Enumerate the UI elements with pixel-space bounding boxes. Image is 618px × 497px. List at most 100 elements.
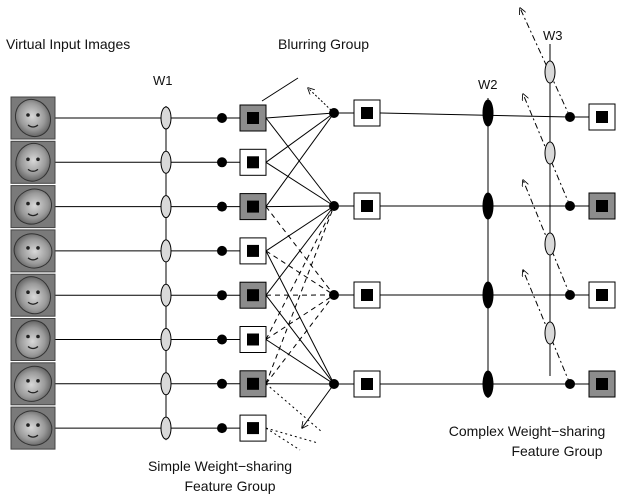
complex-node <box>565 201 575 211</box>
w2-label: W2 <box>478 77 498 92</box>
complex-unit-core <box>596 111 608 123</box>
w3-weight <box>544 232 556 256</box>
top-stray-line <box>261 77 299 102</box>
units-and-weights <box>10 60 616 450</box>
simple-unit-core <box>247 377 259 390</box>
face-eye <box>36 201 40 206</box>
face-oval <box>14 98 52 138</box>
face-image <box>10 185 56 229</box>
w1-weight <box>160 195 172 219</box>
face-eye <box>26 113 30 117</box>
face-mouth <box>27 213 39 217</box>
dashed-connection <box>265 205 335 340</box>
face-mouth <box>27 434 39 438</box>
complex-group-label-line1: Complex Weight−sharing <box>448 423 606 439</box>
w3-arrow <box>520 8 571 118</box>
input-node <box>217 201 227 212</box>
solid-connection <box>265 339 335 385</box>
simple-unit-core <box>247 112 259 124</box>
simple-group-label-line1: Simple Weight−sharing <box>147 458 293 474</box>
top-arrow <box>308 88 335 114</box>
solid-connection <box>265 112 335 119</box>
blur-node <box>329 108 339 118</box>
input-node <box>217 423 227 434</box>
w3-weight <box>544 60 556 84</box>
blur-unit-core <box>361 378 373 390</box>
dashed-connection <box>265 206 335 296</box>
face-oval <box>14 276 52 315</box>
complex-unit-core <box>596 378 608 390</box>
solid-connection <box>265 112 335 163</box>
w3-arrow <box>523 180 571 296</box>
w3-weight <box>544 141 556 165</box>
face-image <box>10 273 56 317</box>
w2-weight <box>482 370 494 398</box>
complex-group-label-line2: Feature Group <box>511 443 603 459</box>
dashed-connection <box>265 294 335 340</box>
w1-weight <box>160 150 172 174</box>
blur-node <box>329 379 339 389</box>
connection-lines <box>50 8 589 451</box>
complex-node <box>565 290 575 300</box>
solid-connection <box>265 117 335 207</box>
blurring-group-label: Blurring Group <box>278 36 370 52</box>
bottom-arrow <box>302 383 335 428</box>
w1-label: W1 <box>153 73 173 88</box>
face-eye <box>36 113 40 117</box>
face-eye <box>36 246 40 250</box>
face-oval <box>13 410 53 446</box>
face-mouth <box>27 124 39 128</box>
input-node <box>217 334 227 345</box>
simple-unit-core <box>247 156 259 169</box>
blur-node <box>329 290 339 300</box>
face-mouth <box>27 346 39 350</box>
face-image <box>10 229 56 273</box>
input-node <box>217 290 227 301</box>
simple-group-label-line2: Feature Group <box>184 478 276 494</box>
blur-unit-core <box>361 107 373 119</box>
complex-unit-core <box>596 289 608 301</box>
simple-unit <box>239 281 267 309</box>
face-image <box>10 96 56 140</box>
face-eye <box>26 246 30 250</box>
w1-weight <box>160 283 172 307</box>
complex-node <box>565 379 575 389</box>
solid-connection <box>265 112 335 207</box>
face-mouth <box>27 301 39 305</box>
w1-weight <box>160 416 172 440</box>
blur-unit <box>353 192 381 220</box>
dashed-connection <box>265 205 335 384</box>
simple-unit-core <box>247 333 259 346</box>
face-eye <box>26 201 30 206</box>
solid-connection <box>265 161 335 207</box>
simple-unit <box>239 193 267 221</box>
w3-label: W3 <box>543 28 563 43</box>
face-eye <box>26 423 30 427</box>
input-node <box>217 378 227 389</box>
simple-unit-core <box>247 200 259 213</box>
face-eye <box>26 157 30 162</box>
face-image <box>10 406 56 450</box>
solid-connection <box>265 205 335 208</box>
face-image <box>10 140 56 184</box>
face-mouth <box>27 257 39 261</box>
face-image <box>10 318 56 361</box>
face-oval <box>13 365 53 402</box>
face-eye <box>26 334 30 339</box>
blur-unit-core <box>361 289 373 301</box>
simple-unit-core <box>247 244 259 257</box>
w1-weight <box>160 239 172 263</box>
face-eye <box>36 157 40 162</box>
blur-unit-core <box>361 200 373 212</box>
w2-weight <box>482 192 494 220</box>
face-oval <box>13 233 53 269</box>
face-eye <box>26 379 30 383</box>
face-eye <box>36 334 40 339</box>
dotted-connection <box>265 427 319 444</box>
face-oval <box>15 142 51 182</box>
input-node <box>217 157 227 168</box>
dotted-connection <box>265 427 301 451</box>
complex-unit-core <box>596 200 608 212</box>
solid-connection <box>265 205 335 252</box>
